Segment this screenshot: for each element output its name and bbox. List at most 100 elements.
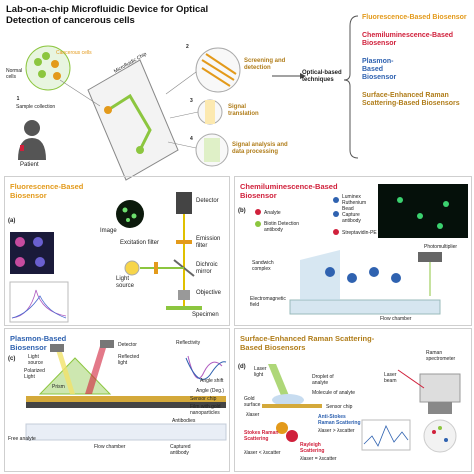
step-1-number: 1 (16, 96, 20, 102)
chip-inlet (104, 106, 112, 114)
image-label: Image (100, 228, 117, 234)
reflectivity-curve (185, 357, 227, 380)
chemi-spot (437, 223, 443, 229)
panel-a-letter: (a) (8, 218, 16, 224)
raman-scatter-point (438, 426, 442, 430)
sensor-chip-c-label: Sensor chip (190, 396, 217, 402)
laser-beam-line (397, 369, 425, 389)
emission-filter-label: Emission filter (196, 236, 221, 249)
rayleigh-label: Rayleigh Scattering (300, 442, 325, 454)
reflected-light-label: Reflected light (118, 354, 140, 366)
chemi-spot (397, 197, 403, 203)
spectrum-line (11, 295, 67, 319)
techniques-list: Fluorescence-Based Biosensor Chemilumine… (362, 14, 470, 108)
raman-spectrum-plot (361, 419, 411, 451)
light-source-c-label: Light source (28, 354, 44, 366)
reflected-beam (85, 346, 106, 394)
excitation-filter-label: Excitation filter (120, 240, 160, 246)
sensor-chip-layer (26, 396, 226, 402)
normal-cell (42, 52, 50, 60)
fluorescent-cell (131, 213, 137, 219)
panel-b-title: Chemiluminescence-Based Biosensor (240, 182, 338, 200)
panel-d-title: Surface-Enhanced Raman Scattering-Based … (240, 334, 375, 352)
gold-chip (262, 404, 322, 408)
title-line-1: Lab-on-a-chip Microfluidic Device for Op… (6, 4, 209, 15)
flow-chamber-c-label: Flow chamber (94, 444, 126, 450)
normal-cell (38, 70, 46, 78)
prism-label: Prism (52, 384, 65, 390)
anti-stokes-label: Anti-Stokes Raman Scattering (318, 414, 361, 426)
gold-film-layer (26, 402, 226, 408)
specimen-slide (166, 306, 202, 310)
chemi-image (378, 184, 468, 238)
cell-image (15, 237, 25, 247)
panel-fluorescence (4, 176, 230, 326)
rayleigh-eq: λlaser = λscatter (300, 456, 337, 462)
microfluidic-chip (87, 59, 179, 181)
streptavidin-icon (333, 229, 339, 235)
sample-collection-label: Sample collection (16, 104, 56, 110)
cell-image (15, 257, 25, 267)
light-source-bulb (124, 260, 140, 276)
molecule-label: Molecule of analyte (312, 390, 356, 396)
emission-filter (176, 240, 192, 244)
sandwich-label: Sandwich complex (252, 260, 274, 272)
technique-plasmon: Plasmon-Based Biosensor (362, 58, 397, 81)
panel-d-letter: (d) (238, 364, 246, 370)
step-2-label: Screening and detection (244, 58, 286, 71)
gold-surface-label: Gold surface (244, 396, 261, 408)
step-4-number: 4 (190, 136, 193, 142)
technique-fluorescence: Fluorescence-Based Biosensor (362, 14, 467, 21)
optical-techniques-label: Optical-based techniques (302, 70, 342, 83)
capture-icon (333, 211, 339, 217)
arrow-head (300, 73, 306, 79)
captured-antibody-label: Captured antibody (170, 444, 191, 456)
normal-cells-label: Normal cells (6, 68, 23, 80)
cancer-cell (51, 60, 59, 68)
panel-c-letter: (c) (8, 356, 16, 362)
detector-box (176, 192, 192, 214)
light-source-label: Light source (116, 276, 135, 289)
lambda-laser-label: λlaser (246, 412, 260, 418)
analyte-label: Analyte (264, 210, 281, 216)
technique-sers: Surface-Enhanced Raman Scattering-Based … (362, 92, 460, 107)
laser-beam-label: Laser beam (384, 372, 397, 384)
sandwich-zoom (300, 250, 340, 300)
angle-axis-label: Angle (Deg.) (196, 388, 225, 394)
capture-label: Capture antibody (342, 212, 361, 224)
luminex-bead (369, 267, 379, 277)
step2-stripes (201, 53, 237, 87)
step-link (167, 141, 197, 149)
cell-image (33, 237, 43, 247)
polarized-light-label: Polarized Light (24, 368, 45, 380)
flow-chamber (289, 299, 441, 315)
step3-channel (205, 100, 215, 124)
panel-sers (234, 328, 472, 472)
em-field-label: Electromagnetic field (250, 296, 286, 308)
stokes-eq: λlaser < λscatter (244, 450, 281, 456)
detector-c (100, 340, 114, 348)
dichroic-mirror-label: Dichroic mirror (196, 262, 218, 275)
panel-plasmon (4, 328, 230, 472)
stokes-label: Stokes Raman Scattering (244, 430, 279, 442)
step-link (169, 111, 199, 119)
objective-label: Objective (196, 290, 222, 296)
title-line-2: Detection of cancerous cells (6, 15, 135, 26)
step4-channel (204, 138, 220, 162)
panel-b-letter: (b) (238, 208, 246, 214)
panel-a-title: Fluorescence-Based Biosensor (10, 182, 84, 200)
raman-spectrometer-label: Raman spectrometer (426, 350, 456, 362)
flow-chamber-label: Flow chamber (380, 316, 412, 322)
chip-channel (107, 93, 152, 151)
cancer-cell (53, 72, 61, 80)
step-3-number: 3 (190, 98, 193, 104)
raman-molecule (276, 422, 288, 434)
antibodies-label: Antibodies (172, 418, 196, 424)
fluorescent-cell (126, 218, 130, 222)
droplet-label: Droplet of analyte (312, 374, 334, 386)
biotin-label: Biotin Detection antibody (264, 221, 300, 233)
techniques-bracket (343, 15, 359, 159)
luminex-icon (333, 197, 339, 203)
luminex-bead (391, 273, 401, 283)
